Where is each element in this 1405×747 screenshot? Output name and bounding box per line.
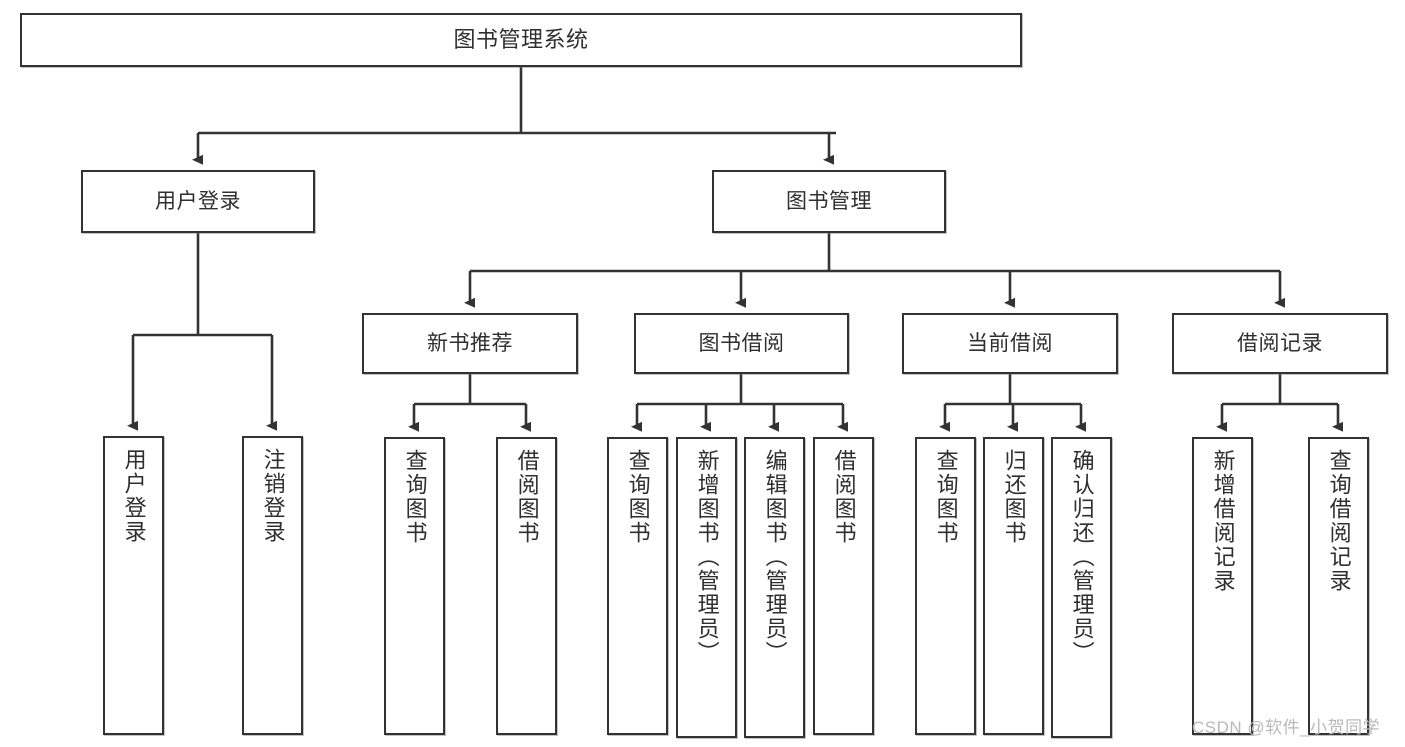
node-label: 图书借阅 <box>698 331 785 355</box>
leaf-query-book-recommend[interactable]: 查询图书 <box>384 437 445 735</box>
node-label: 确认归还（管理员） <box>1069 449 1095 665</box>
node-borrowing-record[interactable]: 借阅记录 <box>1172 313 1388 374</box>
node-label: 查询图书 <box>625 449 651 545</box>
leaf-add-borrow-record[interactable]: 新增借阅记录 <box>1192 437 1253 735</box>
node-label: 借阅图书 <box>831 449 857 545</box>
node-new-book-recommendation[interactable]: 新书推荐 <box>362 313 578 374</box>
node-label: 编辑图书（管理员） <box>762 449 788 665</box>
leaf-query-book-borrow[interactable]: 查询图书 <box>607 437 668 735</box>
node-current-borrowing[interactable]: 当前借阅 <box>902 313 1118 374</box>
node-book-borrowing[interactable]: 图书借阅 <box>634 313 849 374</box>
leaf-user-login[interactable]: 用户登录 <box>103 436 164 735</box>
leaf-add-book-admin[interactable]: 新增图书（管理员） <box>676 437 737 738</box>
node-label: 新书推荐 <box>427 331 513 355</box>
node-label: 借阅图书 <box>514 449 540 545</box>
leaf-logout[interactable]: 注销登录 <box>242 436 303 735</box>
node-label: 归还图书 <box>1001 449 1027 545</box>
leaf-query-borrow-record[interactable]: 查询借阅记录 <box>1308 437 1369 735</box>
leaf-query-book-current[interactable]: 查询图书 <box>915 437 976 735</box>
node-label: 注销登录 <box>260 448 286 544</box>
leaf-borrow-book[interactable]: 借阅图书 <box>813 437 874 735</box>
node-label: 借阅记录 <box>1237 331 1323 355</box>
node-root-book-management-system[interactable]: 图书管理系统 <box>20 13 1022 67</box>
node-label: 查询图书 <box>402 449 428 545</box>
node-label: 查询借阅记录 <box>1326 449 1352 593</box>
node-label: 图书管理系统 <box>453 26 589 52</box>
node-label: 新增借阅记录 <box>1210 449 1236 593</box>
leaf-confirm-return-admin[interactable]: 确认归还（管理员） <box>1051 437 1112 738</box>
node-label: 用户登录 <box>121 448 147 544</box>
node-label: 查询图书 <box>933 449 959 545</box>
node-book-management[interactable]: 图书管理 <box>712 170 946 233</box>
leaf-edit-book-admin[interactable]: 编辑图书（管理员） <box>744 437 805 738</box>
node-user-login[interactable]: 用户登录 <box>81 170 315 233</box>
node-label: 新增图书（管理员） <box>694 449 720 665</box>
leaf-return-book[interactable]: 归还图书 <box>983 437 1044 735</box>
csdn-watermark: CSDN @软件_小贺同学 <box>1192 718 1381 737</box>
node-label: 当前借阅 <box>967 331 1053 355</box>
node-label: 用户登录 <box>155 189 241 213</box>
node-label: 图书管理 <box>786 189 872 213</box>
leaf-borrow-book-recommend[interactable]: 借阅图书 <box>496 437 557 735</box>
